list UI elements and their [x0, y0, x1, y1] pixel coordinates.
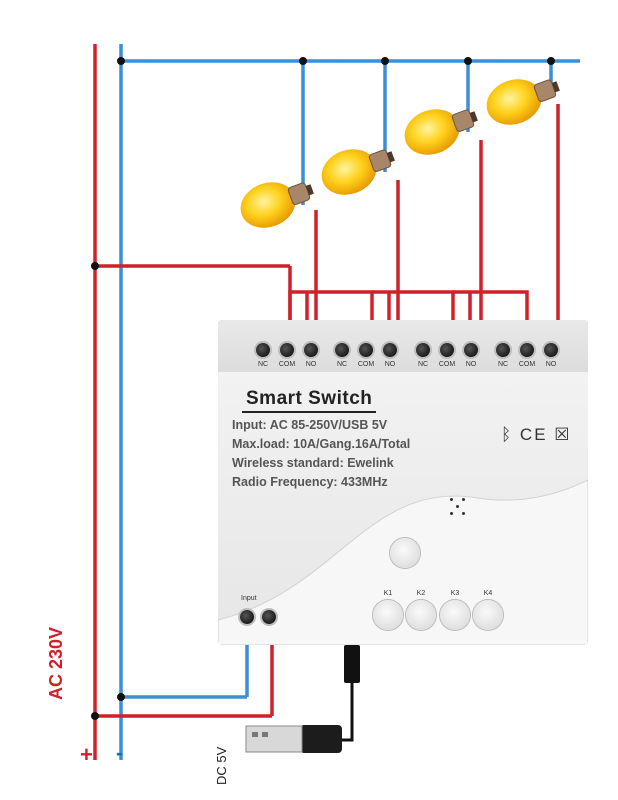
k1-label: K1: [383, 590, 393, 597]
smart-switch-device: NC COM NO NC COM NO NC COM NO NC COM NO …: [218, 320, 588, 645]
terminal-com-3: [440, 343, 454, 357]
terminal-nc-1: [256, 343, 270, 357]
terminal-no-3: [464, 343, 478, 357]
terminal-no-2: [383, 343, 397, 357]
junction-dots: [91, 57, 555, 720]
speaker-grille: [450, 498, 468, 516]
terminal-com-1: [280, 343, 294, 357]
pairing-button[interactable]: [390, 538, 420, 568]
spec-input: Input: AC 85-250V/USB 5V: [232, 418, 388, 432]
terminal-label: NO: [384, 361, 396, 368]
spec-radio-frequency: Radio Frequency: 433MHz: [232, 475, 388, 489]
bulb-icon: [321, 149, 395, 195]
terminal-label: COM: [438, 361, 456, 368]
usb-cable: [245, 645, 360, 753]
terminal-no-4: [544, 343, 558, 357]
terminal-label: COM: [278, 361, 296, 368]
spec-wireless: Wireless standard: Ewelink: [232, 456, 394, 470]
ac-voltage-label: AC 230V: [46, 626, 66, 700]
usb-plug-icon: [245, 725, 303, 753]
com-links: [305, 292, 472, 320]
input-terminal-live: [262, 610, 276, 624]
terminal-com-4: [520, 343, 534, 357]
terminal-label: NO: [305, 361, 317, 368]
bulb-icon: [240, 182, 314, 228]
bulb-icon: [404, 109, 478, 155]
terminal-com-2: [359, 343, 373, 357]
neutral-wires: [119, 44, 580, 760]
live-wires: [93, 44, 560, 760]
certification-marks: ᛒ CE ☒: [501, 425, 572, 444]
terminal-label: NO: [545, 361, 557, 368]
input-terminal-neutral: [240, 610, 254, 624]
terminal-label: COM: [518, 361, 536, 368]
k3-label: K3: [450, 590, 460, 597]
terminal-label: NC: [257, 361, 269, 368]
spec-max-load: Max.load: 10A/Gang.16A/Total: [232, 437, 411, 451]
bulb-icon: [486, 79, 560, 125]
dc-voltage-label: DC 5V: [214, 746, 229, 785]
k1-button[interactable]: [373, 600, 403, 630]
k2-label: K2: [416, 590, 426, 597]
terminal-label: NC: [336, 361, 348, 368]
terminal-nc-4: [496, 343, 510, 357]
terminal-no-1: [304, 343, 318, 357]
terminal-label: COM: [357, 361, 375, 368]
k4-label: K4: [483, 590, 493, 597]
k2-button[interactable]: [406, 600, 436, 630]
plus-label: +: [80, 742, 93, 767]
input-label: Input: [241, 595, 257, 602]
terminal-label: NO: [465, 361, 477, 368]
terminal-nc-2: [335, 343, 349, 357]
device-title: Smart Switch: [242, 388, 377, 413]
k4-button[interactable]: [473, 600, 503, 630]
terminal-nc-3: [416, 343, 430, 357]
minus-label: -: [116, 740, 124, 765]
terminal-label: NC: [417, 361, 429, 368]
terminal-label: NC: [497, 361, 509, 368]
k3-button[interactable]: [440, 600, 470, 630]
